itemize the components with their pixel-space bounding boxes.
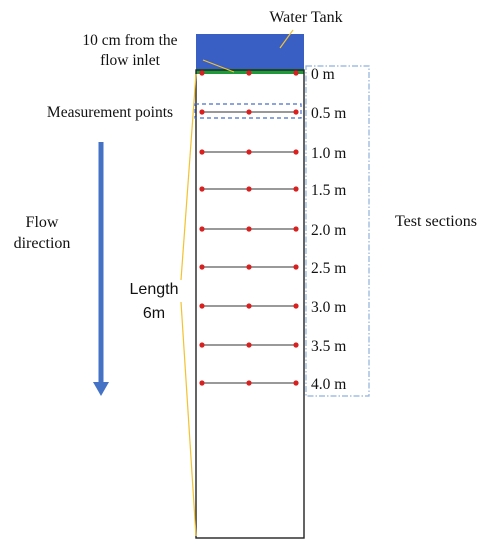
measurement-point xyxy=(199,226,205,232)
section-label: 2.5 m xyxy=(311,260,346,277)
section-label: 2.0 m xyxy=(311,222,346,239)
measurement-point xyxy=(199,186,205,192)
measurement-point xyxy=(199,264,205,270)
section-label: 0 m xyxy=(311,66,335,83)
measurement-point xyxy=(293,149,299,155)
measurement-point xyxy=(246,186,252,192)
measurement-point xyxy=(246,303,252,309)
water-tank-leader xyxy=(279,29,294,49)
measurement-point xyxy=(246,380,252,386)
section-label: 0.5 m xyxy=(311,105,346,122)
length-label: Length xyxy=(130,281,179,298)
inlet-note-label: 10 cm from the xyxy=(82,32,177,49)
flow-direction-label-line2: direction xyxy=(14,235,71,252)
inlet-note-leader xyxy=(202,59,235,73)
section-label: 3.5 m xyxy=(311,338,346,355)
measurement-point xyxy=(293,70,299,76)
inlet-note-label-line2: flow inlet xyxy=(100,52,161,69)
measurement-point xyxy=(246,226,252,232)
section-label: 1.5 m xyxy=(311,182,346,199)
measurement-point xyxy=(293,303,299,309)
measurement-point xyxy=(246,264,252,270)
measurement-point xyxy=(293,109,299,115)
section-label: 4.0 m xyxy=(311,376,346,393)
measurement-point xyxy=(293,342,299,348)
measurement-points-label: Measurement points xyxy=(47,104,173,121)
flow-direction-arrow xyxy=(93,142,109,396)
water-tank xyxy=(196,34,304,70)
length-leader-bottom xyxy=(180,301,197,537)
test-sections-label: Test sections xyxy=(395,213,477,230)
channel-outline xyxy=(195,69,305,539)
measurement-point xyxy=(199,109,205,115)
measurement-point xyxy=(199,380,205,386)
measurement-point xyxy=(246,109,252,115)
measurement-point xyxy=(246,149,252,155)
measurement-point xyxy=(293,264,299,270)
water-tank-label: Water Tank xyxy=(269,9,342,26)
section-label: 1.0 m xyxy=(311,145,346,162)
measurement-point xyxy=(199,303,205,309)
flow-direction-label: Flow xyxy=(26,214,59,231)
length-value: 6m xyxy=(143,305,165,322)
measurement-rows: 0 m 0.5 m 1.0 m 1.5 m 2.0 m 2.5 m 3.0 m 3.5 m 4.… xyxy=(199,66,346,393)
measurement-point xyxy=(199,342,205,348)
measurement-point xyxy=(246,342,252,348)
measurement-point xyxy=(293,380,299,386)
measurement-point xyxy=(199,70,205,76)
test-sections-box xyxy=(305,65,370,397)
length-leader-top xyxy=(180,73,197,281)
measurement-points-box xyxy=(194,103,302,119)
measurement-point xyxy=(199,149,205,155)
section-label: 3.0 m xyxy=(311,299,346,316)
measurement-point xyxy=(293,186,299,192)
measurement-point xyxy=(293,226,299,232)
measurement-point xyxy=(246,70,252,76)
